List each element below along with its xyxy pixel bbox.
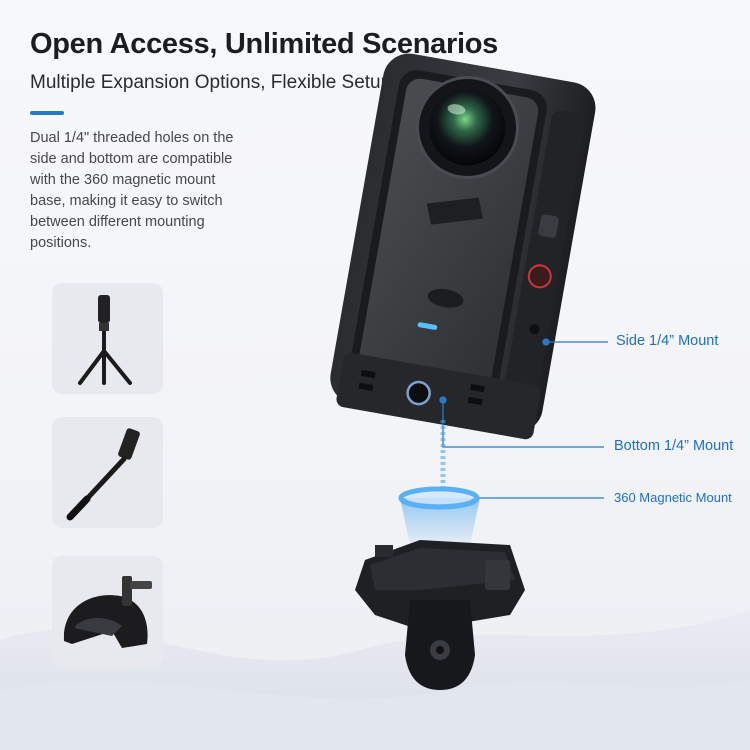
camera-cage xyxy=(330,53,596,440)
thumbnail-helmet xyxy=(52,556,163,667)
callout-lines xyxy=(439,338,608,499)
tripod-mount-icon xyxy=(78,295,132,385)
thumbnail-tripod xyxy=(52,283,163,394)
magnetic-ring xyxy=(398,486,480,510)
magnetic-mount-label: 360 Magnetic Mount xyxy=(614,490,732,505)
side-mount-label: Side 1/4” Mount xyxy=(616,333,719,349)
magnetic-beam xyxy=(400,498,480,545)
magnetic-mount-base xyxy=(355,540,525,690)
helmet-mount-icon xyxy=(63,576,152,648)
selfie-stick-icon xyxy=(66,428,140,521)
title-accent-bar xyxy=(30,111,64,115)
thumbnail-selfie-stick xyxy=(52,417,163,528)
page-subtitle: Multiple Expansion Options, Flexible Set… xyxy=(30,72,392,93)
description-text: Dual 1/4" threaded holes on the side and… xyxy=(30,130,234,251)
page-title: Open Access, Unlimited Scenarios xyxy=(30,28,498,60)
bottom-mount-label: Bottom 1/4” Mount xyxy=(614,438,734,454)
